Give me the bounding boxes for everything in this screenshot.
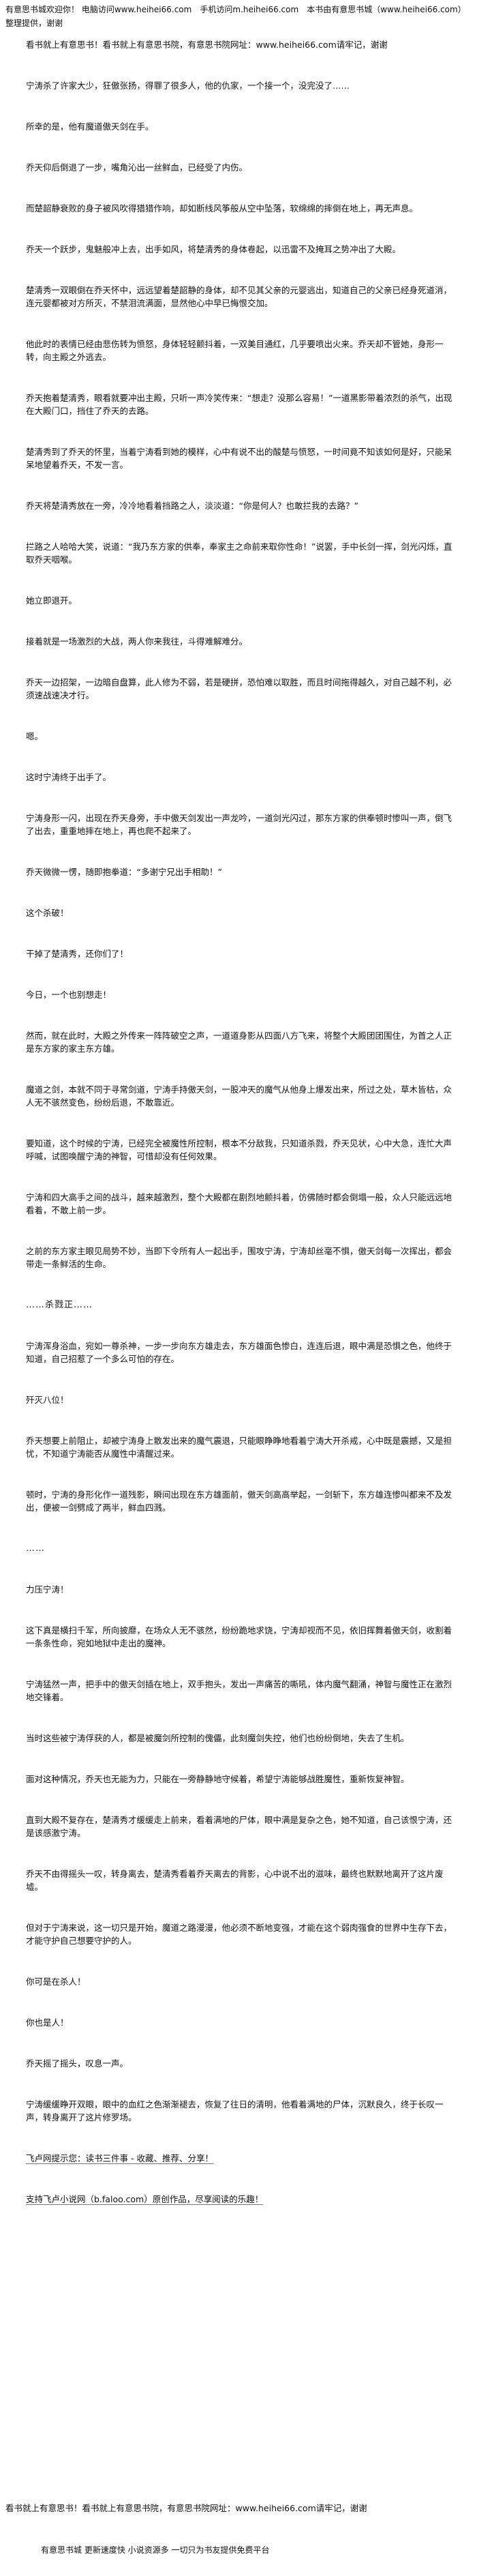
promo-text: 飞卢网提示您：读书三件事 - 收藏、推荐、分享！: [26, 2153, 213, 2163]
paragraph: 顿时，宁涛的身形化作一道残影，瞬间出现在东方雄面前，傲天剑高高举起，一剑斩下，东…: [26, 1490, 452, 1513]
paragraph: 面对这种情况，乔天也无能为力，只能在一旁静静地守候着，希望宁涛能够战胜魔性，重新…: [26, 1774, 410, 1784]
paragraph: 当时这些被宁涛俘获的人，都是被魔剑所控制的傀儡，此刻魔剑失控，他们也纷纷倒地，失…: [26, 1733, 410, 1743]
paragraph: 力压宁涛！: [26, 1584, 69, 1595]
paragraph: 楚清秀到了乔天的怀里，当着宁涛看到她的模样，心中有说不出的酸楚与愤怒，一时间竟不…: [26, 447, 452, 470]
paragraph: 乔天微微一愣，随即抱拳道：“多谢宁兄出手相助！”: [26, 867, 222, 877]
paragraph: 魔道之剑，本就不同于寻常剑道，宁涛手持傲天剑，一股冲天的魔气从他身上爆发出来，所…: [26, 1084, 452, 1108]
paragraph: 这时宁涛终于出手了。: [26, 772, 112, 782]
paragraph: 看书就上有意思书！看书就上有意思书院，有意思书院网址：www.heihei66.…: [26, 40, 388, 50]
paragraph: 她立即退开。: [26, 595, 78, 606]
paragraph: 直到大殿不复存在，楚清秀才缓缓走上前来，看着满地的尸体，眼中满是复杂之色，她不知…: [26, 1815, 452, 1838]
footer-tagline: 有意思书城 更新速度快 小说资源多 一切只为书友提供免费平台: [41, 2545, 270, 2555]
paragraph: 宁涛杀了许家大少，狂傲张扬，得罪了很多人，他的仇家，一个接一个，没完没了……: [26, 80, 350, 91]
paragraph: 乔天仰后倒退了一步，嘴角沁出一丝鲜血，已经受了内伤。: [26, 162, 248, 173]
paragraph: 但对于宁涛来说，这一切只是开始，魔道之路漫漫，他必须不断地变强，才能在这个弱肉强…: [26, 1923, 452, 1946]
paragraph: 所幸的是，他有魔道傲天剑在手。: [26, 121, 154, 132]
paragraph: 他此时的表情已经由悲伤转为愤怒，身体轻轻颤抖着，一双美目通红，几乎要喷出火来。乔…: [26, 339, 444, 362]
paragraph: 乔天一边招架，一边暗自盘算，此人修为不弱，若是硬拼，恐怕难以取胜，而且时间拖得越…: [26, 677, 452, 700]
paragraph: 宁涛浑身浴血，宛如一尊杀神，一步一步向东方雄走去，东方雄面色惨白，连连后退，眼中…: [26, 1341, 452, 1364]
paragraph: 干掉了楚清秀，还你们了！: [26, 949, 129, 959]
footer-notice: 看书就上有意思书！看书就上有意思书院，有意思书院网址：www.heihei66.…: [5, 2503, 367, 2513]
paragraph: 今日，一个也别想走！: [26, 990, 112, 1000]
chapter-body: 看书就上有意思书！看书就上有意思书院，有意思书院网址：www.heihei66.…: [26, 38, 454, 2234]
paragraph: 这下真是横扫千军，所向披靡，在场众人无不骇然，纷纷跪地求饶，宁涛却视而不见，依旧…: [26, 1625, 452, 1648]
paragraph: 宁涛和四大高手之间的战斗，越来越激烈，整个大殿都在剧烈地颤抖着，仿佛随时都会倒塌…: [26, 1192, 452, 1215]
paragraph: 你也是人！: [26, 2017, 69, 2028]
paragraph: 你可是在杀人！: [26, 1977, 86, 1987]
paragraph: 乔天抱着楚清秀，眼看就要冲出主殿，只听一声冷笑传来：“想走？没那么容易！”一道黑…: [26, 393, 452, 416]
paragraph: 乔天不由得摇头一叹，转身离去，楚清秀看着乔天离去的背影，心中说不出的滋味，最终也…: [26, 1869, 444, 1892]
scene-break: ……: [26, 1543, 45, 1554]
promo-link[interactable]: 支持飞卢小说网（b.faloo.com）原创作品，尽享阅读的乐趣！: [26, 2194, 264, 2204]
paragraph: 乔天摇了摇头，叹息一声。: [26, 2058, 129, 2069]
paragraph: 拦路之人哈哈大笑，说道：“我乃东方家的供奉，奉家主之命前来取你性命！”说罢，手中…: [26, 542, 452, 565]
paragraph: 接着就是一场激烈的大战，两人你来我往，斗得难解难分。: [26, 636, 248, 647]
paragraph: 宁涛缓缓睁开双眼，眼中的血红之色渐渐褪去，恢复了往日的清明，他看着满地的尸体，沉…: [26, 2099, 444, 2122]
paragraph: 宁涛猛然一声，把手中的傲天剑插在地上，双手抱头，发出一声痛苦的嘶吼，体内魔气翻涌…: [26, 1679, 452, 1702]
paragraph: 这个杀破！: [26, 908, 69, 918]
paragraph: 之前的东方家主眼见局势不妙，当即下令所有人一起出手，围攻宁涛，宁涛却丝毫不惧，傲…: [26, 1246, 452, 1269]
paragraph: 宁涛身形一闪，出现在乔天身旁，手中傲天剑发出一声龙吟，一道剑光闪过，那东方家的供…: [26, 813, 452, 836]
paragraph: 乔天一个跃步，鬼魅般冲上去，出手如风，将楚清秀的身体卷起，以迅雷不及掩耳之势冲出…: [26, 244, 401, 254]
paragraph: 歼灭八位！: [26, 1395, 69, 1405]
paragraph: 而楚韶静衰败的身子被风吹得猎猎作响，却如断线风筝般从空中坠落，软绵绵的摔倒在地上…: [26, 203, 418, 213]
paragraph: 乔天将楚清秀放在一旁，冷冷地看着挡路之人，淡淡道：“你是何人？也敢拦我的去路？”: [26, 501, 358, 511]
paragraph: 乔天想要上前阻止，却被宁涛身上散发出来的魔气震退，只能眼睁睁地看着宁涛大开杀戒，…: [26, 1436, 452, 1459]
paragraph: 要知道，这个时候的宁涛，已经完全被魔性所控制，根本不分敌我，只知道杀戮，乔天见状…: [26, 1138, 452, 1161]
paragraph: 然而，就在此时，大殿之外传来一阵阵破空之声，一道道身影从四面八方飞来，将整个大殿…: [26, 1031, 452, 1054]
paragraph: 嗯。: [26, 731, 44, 741]
paragraph: 楚清秀一双眼倒在乔天怀中，远远望着楚韶静的身体，却不见其父亲的元婴逃出，知道自己…: [26, 285, 452, 308]
scene-break: ……杀戮正……: [26, 1300, 93, 1310]
site-banner: 有意思书城欢迎你！ 电脑访问www.heihei66.com 手机访问m.hei…: [5, 5, 466, 28]
